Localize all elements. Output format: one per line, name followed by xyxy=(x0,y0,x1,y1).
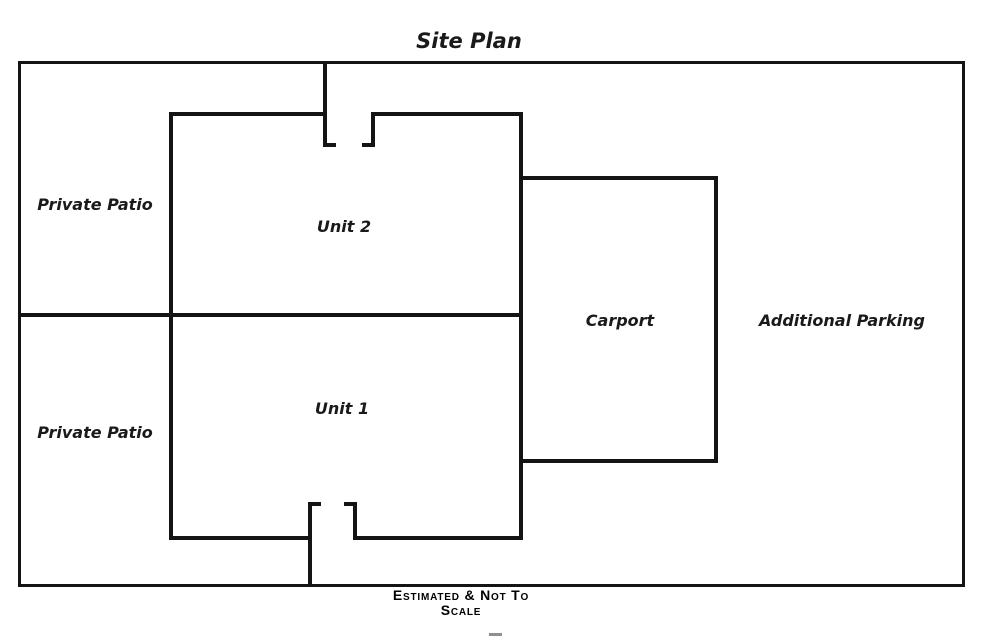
unit-2-label: Unit 2 xyxy=(316,217,372,236)
carport-bottom-wall xyxy=(519,459,718,463)
private-patio-top-label: Private Patio xyxy=(37,195,153,214)
building-top-wall-right-segment xyxy=(371,112,523,116)
carport-label: Carport xyxy=(585,311,655,330)
property-boundary xyxy=(18,61,965,587)
patio-divider-wall xyxy=(18,313,523,317)
scale-disclaimer-line2: Scale xyxy=(440,602,482,618)
scan-artifact-dash xyxy=(489,633,502,636)
top-door-left-jamb xyxy=(323,143,336,147)
bottom-door-left-jamb xyxy=(308,502,321,506)
building-right-wall xyxy=(519,112,523,540)
building-bottom-wall-left-segment xyxy=(169,536,312,540)
scale-disclaimer: Estimated & Not To Scale xyxy=(341,588,581,618)
top-door-right-jamb xyxy=(362,143,375,147)
bottom-door-right-jamb-wall xyxy=(353,502,357,540)
building-top-wall-left-segment xyxy=(169,112,327,116)
page-title: Site Plan xyxy=(416,29,522,53)
bottom-door-right-jamb xyxy=(344,502,357,506)
top-door-right-jamb-wall xyxy=(371,112,375,147)
building-left-wall xyxy=(169,112,173,540)
additional-parking-label: Additional Parking xyxy=(758,311,925,330)
unit-1-label: Unit 1 xyxy=(314,399,370,418)
private-patio-bottom-label: Private Patio xyxy=(37,423,153,442)
building-bottom-wall-right-segment xyxy=(353,536,523,540)
top-walkway-wall xyxy=(323,61,327,147)
bottom-walkway-wall xyxy=(308,502,312,587)
scale-disclaimer-line1: Estimated & Not To xyxy=(392,587,530,603)
carport-right-wall xyxy=(714,176,718,463)
carport-top-wall xyxy=(519,176,718,180)
